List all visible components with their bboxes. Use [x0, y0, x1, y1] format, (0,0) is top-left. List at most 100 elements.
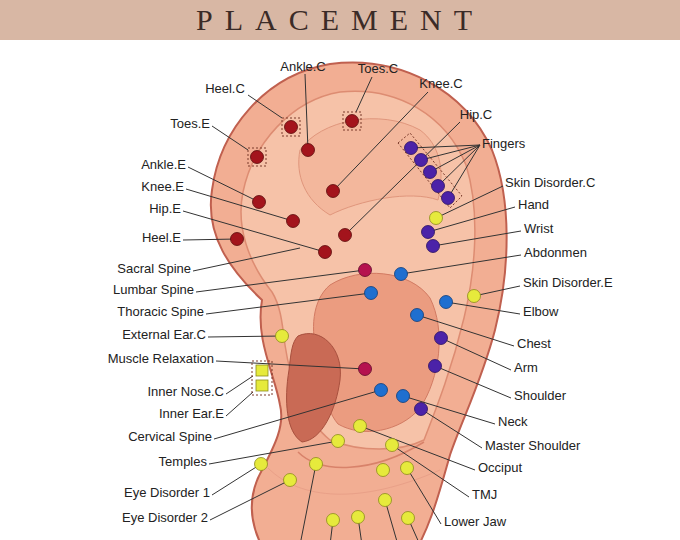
leader-line [430, 145, 480, 172]
point-dot [427, 240, 440, 253]
point-dot [415, 154, 428, 167]
point-dot [310, 458, 323, 471]
point-dot [327, 185, 340, 198]
point-label: Temples [159, 454, 207, 469]
point-dot [442, 192, 455, 205]
point-dot [359, 264, 372, 277]
point-dot [285, 121, 298, 134]
point-dot [339, 229, 352, 242]
dashed-box [398, 133, 462, 208]
point-label: Toes.E [170, 116, 210, 131]
ear-outline [211, 63, 507, 540]
leader-line [417, 315, 514, 346]
leader-line [403, 396, 495, 424]
point-dot [432, 180, 445, 193]
point-label: Thoracic Spine [117, 304, 204, 319]
point-label: Fingers [482, 136, 525, 151]
point-label: Inner Nose.C [147, 384, 224, 399]
leader-line [208, 336, 282, 337]
dashed-box [248, 148, 266, 166]
point-dot [354, 420, 367, 433]
header-band [0, 0, 680, 40]
point-label: Lower Jaw [444, 514, 506, 529]
leader-line [226, 392, 253, 416]
point-dot [346, 115, 359, 128]
point-square [256, 380, 268, 391]
point-label: Heel.C [205, 81, 245, 96]
point-label: Skin Disorder.E [523, 275, 613, 290]
point-dot [365, 287, 378, 300]
leader-line [421, 409, 482, 448]
point-label: Sacral Spine [117, 261, 191, 276]
point-dot [352, 511, 365, 524]
leader-line [474, 286, 520, 296]
leader-line [226, 376, 253, 394]
triangular-fossa [299, 119, 441, 215]
dashed-box [252, 361, 272, 395]
ear-canal [287, 334, 341, 442]
point-dot [429, 360, 442, 373]
leader-line [448, 145, 480, 198]
point-dot [397, 390, 410, 403]
point-dot [375, 384, 388, 397]
point-dot [422, 226, 435, 239]
chart-title: PLACEMENT [0, 3, 680, 37]
magenta-points [359, 264, 372, 376]
leader-line [206, 293, 371, 314]
point-label: Master Shoulder [485, 438, 580, 453]
leader-line [196, 270, 365, 292]
blue-points [365, 268, 453, 403]
point-dot [395, 268, 408, 281]
point-dot [302, 144, 315, 157]
point-label: Arm [514, 360, 538, 375]
point-label: Elbow [523, 304, 558, 319]
point-dot [379, 494, 392, 507]
point-label: Heel.E [142, 230, 181, 245]
leader-line [446, 302, 520, 314]
point-dot [424, 166, 437, 179]
point-label: Inner Ear.E [159, 406, 224, 421]
leader-line [214, 390, 381, 439]
point-label: External Ear.C [122, 327, 206, 342]
point-label: Abdonmen [524, 245, 587, 260]
leader-line [360, 426, 475, 470]
point-label: Hip.C [460, 107, 493, 122]
point-label: Hip.E [149, 201, 181, 216]
leader-line [401, 255, 521, 274]
point-label: Ankle.C [280, 59, 326, 74]
leader-line [356, 77, 372, 112]
point-label: Knee.C [419, 76, 462, 91]
leader-line [333, 92, 428, 191]
point-label: Wrist [524, 221, 553, 236]
point-label: Eye Disorder 1 [124, 485, 210, 500]
point-dot [402, 512, 415, 525]
antihelix-region [241, 91, 475, 449]
point-dot [359, 363, 372, 376]
leader-line [210, 480, 290, 520]
point-dot [411, 309, 424, 322]
leader-line [183, 239, 237, 240]
dashed-box [282, 118, 300, 136]
red-points [231, 115, 359, 259]
point-label: Occiput [478, 460, 522, 475]
point-square [256, 365, 268, 376]
leader-line [183, 211, 325, 252]
lobe-shade [268, 468, 440, 494]
point-label: TMJ [472, 487, 497, 502]
leader-line [305, 74, 308, 150]
dashed-box [343, 112, 361, 130]
point-dot [332, 435, 345, 448]
point-dot [440, 296, 453, 309]
leader-line [212, 464, 261, 495]
point-label: Ankle.E [141, 157, 186, 172]
yellow-points [255, 212, 481, 527]
leader-line [435, 366, 511, 398]
leader-line [345, 122, 460, 235]
point-label: Shoulder [514, 388, 566, 403]
point-dot [287, 215, 300, 228]
point-dot [435, 332, 448, 345]
dashed-boxes [248, 112, 462, 395]
point-label: Knee.E [141, 179, 184, 194]
point-label: Hand [518, 197, 549, 212]
